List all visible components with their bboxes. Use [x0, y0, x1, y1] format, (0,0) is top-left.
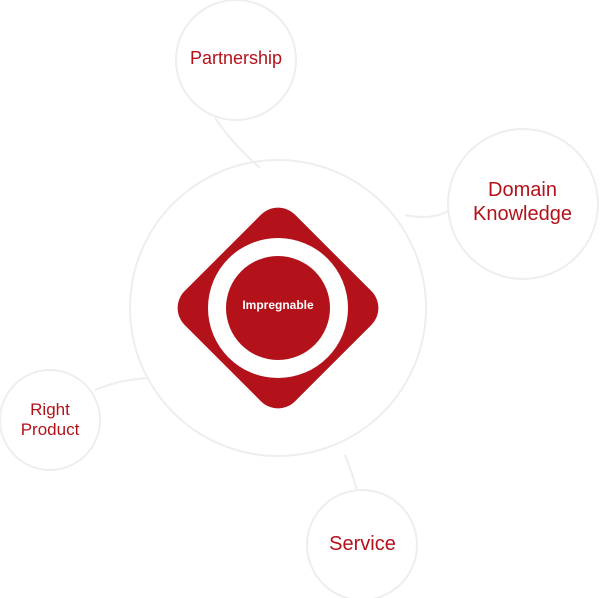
connector-right: [94, 377, 149, 391]
node-domain-circle[interactable]: [447, 128, 599, 280]
node-right-line-2: Product: [20, 420, 80, 440]
node-domain-line-1: Domain: [488, 179, 557, 201]
node-service-label[interactable]: Service: [310, 532, 415, 556]
node-domain-line-2: Knowledge: [473, 203, 572, 225]
center-core-circle[interactable]: [226, 256, 330, 360]
middle-ring: [129, 159, 427, 457]
node-right-line-1: Right: [30, 400, 70, 419]
connector-lines: [94, 117, 459, 511]
node-service-line-1: Service: [329, 533, 396, 555]
node-partnership-label[interactable]: Partnership: [176, 48, 296, 70]
node-service-circle[interactable]: [306, 489, 418, 598]
node-partnership-line-1: Partnership: [189, 48, 283, 68]
connector-partnership: [214, 117, 261, 169]
node-partnership-circle[interactable]: [175, 0, 297, 121]
node-domain-label[interactable]: Domain Knowledge: [455, 178, 590, 226]
node-right-circle[interactable]: [0, 369, 101, 471]
center-label: Impregnable: [242, 298, 314, 312]
node-right-label[interactable]: Right Product: [5, 400, 95, 441]
